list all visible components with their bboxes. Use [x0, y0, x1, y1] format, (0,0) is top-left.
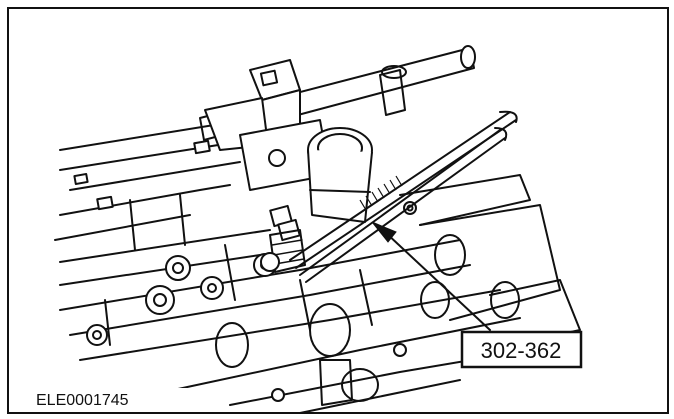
tool-leader-arrow	[371, 221, 491, 331]
bolt-bosses	[73, 139, 417, 402]
tool-callout: 302-362	[460, 330, 583, 369]
tool-number-label: 302-362	[481, 338, 562, 363]
valve-spring-compressor	[204, 59, 373, 273]
valve-seal-remover-tool	[289, 110, 518, 283]
figure-frame	[7, 7, 669, 414]
intake-ports	[215, 234, 520, 406]
support-bar	[199, 45, 476, 141]
figure-id: ELE0001745	[36, 392, 129, 409]
